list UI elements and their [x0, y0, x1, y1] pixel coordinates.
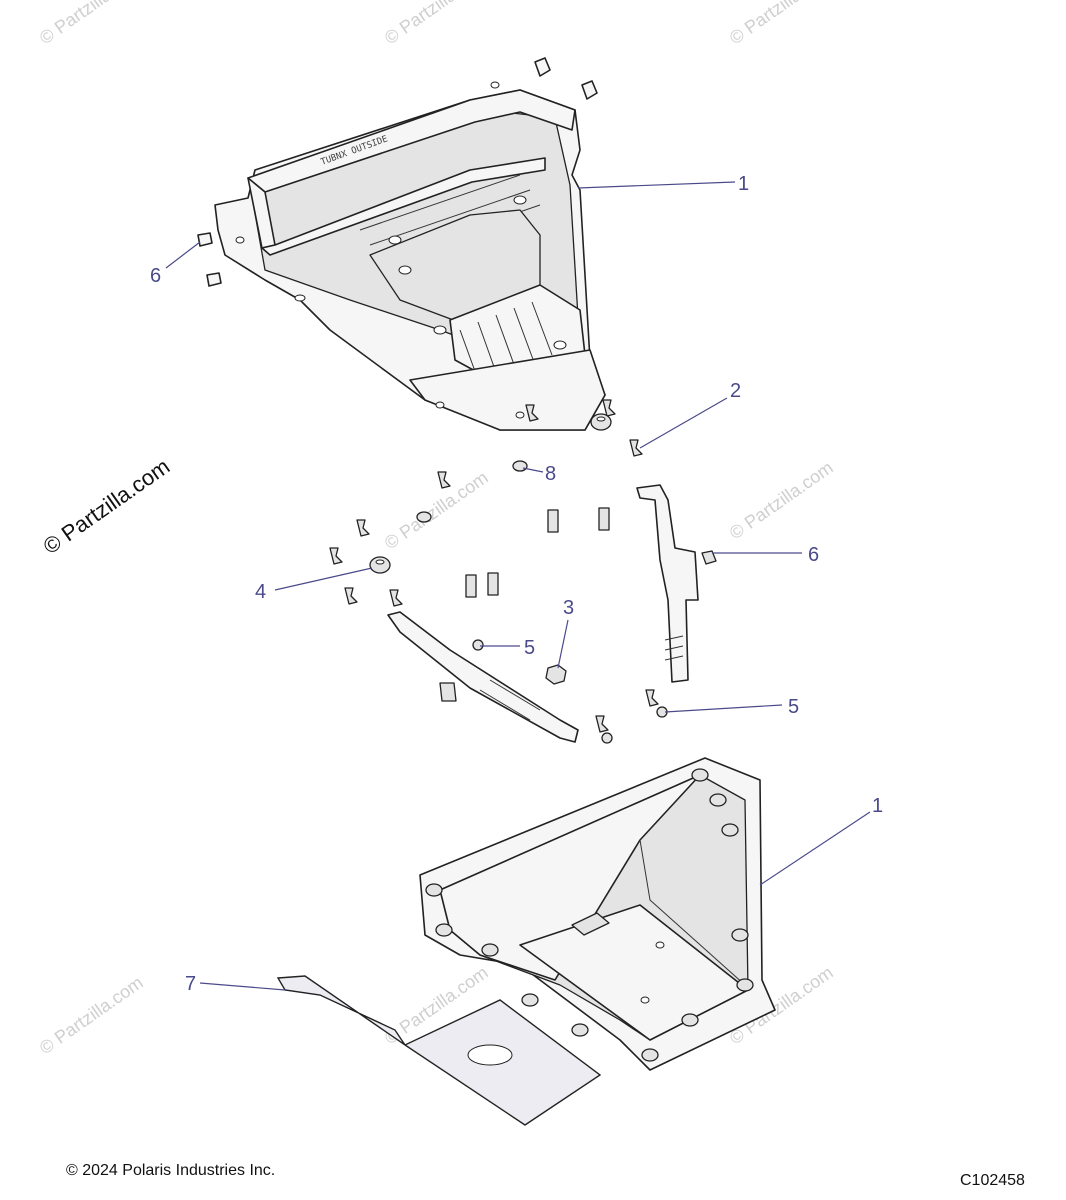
callout-label: 8: [545, 463, 556, 485]
callout-label: 2: [730, 380, 741, 402]
callout-label: 7: [185, 973, 196, 995]
callout-label: 3: [563, 597, 574, 619]
callout-label: 6: [808, 544, 819, 566]
callout-label: 1: [872, 795, 883, 817]
tub-bosses: [425, 768, 754, 1062]
watermark: © Partzilla.com: [381, 0, 492, 48]
watermark: © Partzilla.com: [381, 467, 492, 553]
callout-label: 5: [788, 696, 799, 718]
watermark: © Partzilla.com: [36, 972, 147, 1058]
watermark-main: © Partzilla.com: [39, 454, 175, 560]
heat-shield: [276, 975, 602, 1126]
diagram-code: C102458: [960, 1172, 1025, 1189]
callout-label: 6: [150, 265, 161, 287]
callout-label: 5: [524, 637, 535, 659]
storage-box-lid: TUBNX OUTSIDE: [197, 57, 606, 431]
watermark: © Partzilla.com: [36, 0, 147, 48]
copyright-text: © 2024 Polaris Industries Inc.: [66, 1162, 276, 1179]
callout-label: 1: [738, 173, 749, 195]
callout-label: 4: [255, 581, 266, 603]
callouts: 1 2 8 6 4 3 5 5 1 7 6: [150, 173, 883, 995]
leader-lines: [165, 181, 871, 991]
hardware: [329, 399, 717, 744]
watermark: © Partzilla.com: [726, 0, 837, 48]
watermark: © Partzilla.com: [726, 457, 837, 543]
storage-box-tub: [419, 757, 776, 1071]
